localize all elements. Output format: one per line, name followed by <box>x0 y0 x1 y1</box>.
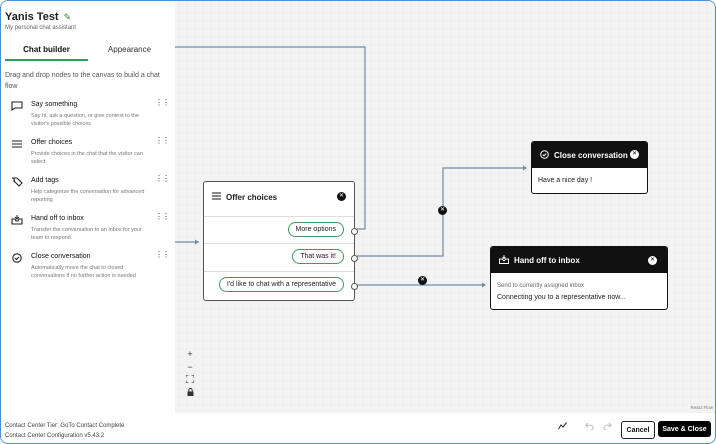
delete-node-icon[interactable]: ✕ <box>648 256 657 265</box>
offer-choices-node[interactable]: Offer choices ✕ More options That was it… <box>203 181 358 301</box>
node-title: Hand off to inbox <box>514 255 580 265</box>
tab-bar: Chat builder Appearance <box>5 41 171 61</box>
palette-item-description: Provide choices in the chat that the vis… <box>31 151 143 165</box>
palette-item-description: Help categorize the conversation for adv… <box>31 189 145 203</box>
output-port[interactable] <box>351 283 358 290</box>
tab-chat-builder[interactable]: Chat builder <box>5 41 88 61</box>
palette-item-name: Offer choices <box>31 139 73 146</box>
wire-top-entry <box>175 46 366 230</box>
node-header: Offer choices <box>212 192 277 202</box>
node-palette: Say something Say hi, ask a question, or… <box>11 98 170 289</box>
drag-handle-icon[interactable]: ⋮⋮ <box>155 98 170 107</box>
node-message: Have a nice day ! <box>538 177 593 184</box>
footer-version: Contact Center Configuration v5.43.2 <box>5 433 105 439</box>
palette-item-hand-off[interactable]: Hand off to inbox Transfer the conversat… <box>11 212 170 251</box>
arrow-head <box>523 165 527 171</box>
node-header: Close conversation <box>532 142 647 168</box>
zoom-out-icon[interactable]: − <box>187 362 193 372</box>
palette-item-name: Add tags <box>31 177 59 184</box>
zoom-in-icon[interactable]: + <box>187 349 193 359</box>
node-header: Hand off to inbox <box>491 247 667 273</box>
choice-row: More options <box>204 216 358 245</box>
page-title: Yanis Test <box>5 11 59 23</box>
delete-node-icon[interactable]: ✕ <box>337 192 346 201</box>
tag-icon <box>11 177 23 187</box>
inbox-icon <box>499 254 509 266</box>
choice-row: I'd like to chat with a representative <box>204 271 358 300</box>
react-flow-attribution[interactable]: React Flow <box>690 405 713 410</box>
analytics-icon[interactable] <box>558 422 567 432</box>
drag-handle-icon[interactable]: ⋮⋮ <box>155 212 170 221</box>
footer-info: Contact Center Tier: GoTo Contact Comple… <box>5 421 124 441</box>
cancel-button[interactable]: Cancel <box>621 421 655 439</box>
close-conversation-node[interactable]: Close conversation ✕ Have a nice day ! <box>531 141 648 194</box>
sidebar: Yanis Test ✎ My personal chat assistant … <box>1 1 175 413</box>
fit-view-icon[interactable] <box>184 374 196 387</box>
delete-edge-icon[interactable]: ✕ <box>418 276 427 285</box>
choice-option[interactable]: That was it! <box>292 249 344 264</box>
arrow-head <box>482 282 486 288</box>
list-icon <box>212 192 221 202</box>
inbox-icon <box>11 215 23 225</box>
drag-handle-icon[interactable]: ⋮⋮ <box>155 174 170 183</box>
check-circle-icon <box>540 149 549 161</box>
node-subtitle: Send to currently assigned inbox <box>497 283 585 289</box>
edit-pencil-icon[interactable]: ✎ <box>63 11 72 22</box>
node-title: Offer choices <box>226 192 278 202</box>
delete-node-icon[interactable]: ✕ <box>630 150 639 159</box>
node-message: Connecting you to a representative now..… <box>497 294 626 301</box>
palette-item-add-tags[interactable]: Add tags Help categorize the conversatio… <box>11 174 170 213</box>
page-subtitle: My personal chat assistant <box>5 25 77 31</box>
palette-item-description: Say hi, ask a question, or give context … <box>31 113 139 127</box>
delete-edge-icon[interactable]: ✕ <box>438 206 447 215</box>
palette-item-offer-choices[interactable]: Offer choices Provide choices in the cha… <box>11 136 170 175</box>
drag-handle-icon[interactable]: ⋮⋮ <box>155 250 170 259</box>
choice-option[interactable]: I'd like to chat with a representative <box>218 277 344 292</box>
output-port[interactable] <box>351 228 358 235</box>
instructions-text: Drag and drop nodes to the canvas to bui… <box>5 72 160 90</box>
node-title: Close conversation <box>554 150 628 160</box>
undo-icon[interactable] <box>585 422 594 432</box>
message-icon <box>11 101 23 112</box>
hand-off-node[interactable]: Hand off to inbox ✕ Send to currently as… <box>490 246 668 310</box>
palette-item-close-conversation[interactable]: Close conversation Automatically move th… <box>11 250 170 289</box>
output-port[interactable] <box>351 255 358 262</box>
lock-icon[interactable] <box>184 387 196 400</box>
palette-item-name: Say something <box>31 101 78 108</box>
footer-tier: Contact Center Tier: GoTo Contact Comple… <box>5 423 125 429</box>
palette-item-name: Close conversation <box>31 253 91 260</box>
list-icon <box>11 139 23 149</box>
redo-icon[interactable] <box>603 422 612 432</box>
canvas-controls: + − <box>184 348 196 400</box>
save-close-button[interactable]: Save & Close <box>658 421 711 437</box>
check-circle-icon <box>11 253 23 263</box>
palette-item-name: Hand off to inbox <box>31 215 84 222</box>
choice-row: That was it! <box>204 243 358 272</box>
choice-option[interactable]: More options <box>287 222 344 237</box>
footer-bar: Contact Center Tier: GoTo Contact Comple… <box>1 413 715 443</box>
palette-item-say-something[interactable]: Say something Say hi, ask a question, or… <box>11 98 170 137</box>
flow-canvas[interactable]: Offer choices ✕ More options That was it… <box>175 1 715 413</box>
tab-appearance[interactable]: Appearance <box>107 45 152 54</box>
palette-item-description: Automatically move the chat to closed co… <box>31 265 136 279</box>
title-row: Yanis Test ✎ <box>5 11 73 23</box>
arrow-head <box>195 239 199 245</box>
drag-handle-icon[interactable]: ⋮⋮ <box>155 136 170 145</box>
palette-item-description: Transfer the conversation to an inbox fo… <box>31 227 142 241</box>
